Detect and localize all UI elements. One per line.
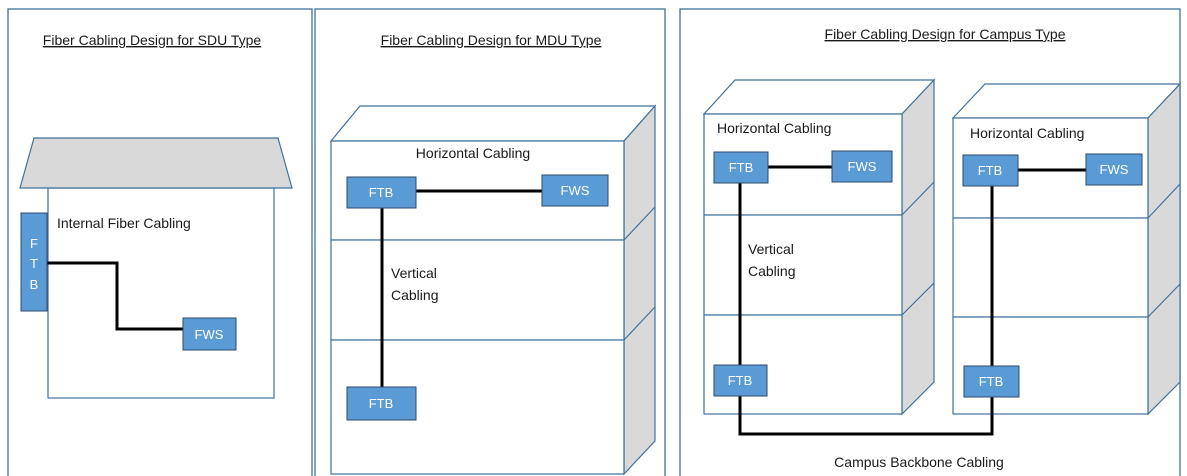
campus-left-ftb-top-rect xyxy=(713,151,769,184)
campus-vertical-label-2: Cabling xyxy=(748,263,795,279)
mdu-top-face xyxy=(329,105,657,142)
sdu-title: Fiber Cabling Design for SDU Type xyxy=(43,32,262,48)
campus-right-fws-rect xyxy=(1085,153,1143,186)
campus-left-side-line-1 xyxy=(901,181,935,216)
campus-backbone-cable xyxy=(738,183,994,436)
mdu-panel-frame xyxy=(314,8,666,476)
campus-title: Fiber Cabling Design for Campus Type xyxy=(825,26,1066,42)
mdu-ftb-top-rect xyxy=(346,176,417,209)
house-roof xyxy=(19,137,293,189)
campus-backbone-label: Campus Backbone Cabling xyxy=(834,454,1004,470)
campus-right-ftb-top-rect xyxy=(962,154,1019,187)
campus-right-side-face xyxy=(1147,82,1181,416)
campus-vertical-label-1: Vertical xyxy=(748,241,794,257)
sdu-house xyxy=(19,137,293,399)
sdu-fws-label: FWS xyxy=(195,327,224,342)
campus-left-ftb-top: FTB xyxy=(713,151,769,184)
campus-right-ftb-bottom: FTB xyxy=(963,365,1020,398)
mdu-floor-2 xyxy=(330,239,625,341)
mdu-fws-rect xyxy=(541,174,609,207)
sdu-ftb-rect xyxy=(20,212,48,312)
mdu-vertical-label-2: Cabling xyxy=(391,287,438,303)
campus-right-side-line-1 xyxy=(1147,183,1181,219)
mdu-horizontal-cabling-label: Horizontal Cabling xyxy=(416,145,530,161)
campus-right-ftb-bottom-rect xyxy=(963,365,1020,398)
campus-right-fws: FWS xyxy=(1085,153,1143,186)
campus-left-fws-rect xyxy=(831,150,893,183)
campus-left-floor-2 xyxy=(703,214,903,316)
mdu-side-face xyxy=(623,104,656,476)
mdu-ftb-top: FTB xyxy=(346,176,417,209)
sdu-ftb-box: F T B xyxy=(20,212,48,312)
internal-fiber-cabling-label: Internal Fiber Cabling xyxy=(57,215,191,231)
mdu-side-floor-line-1 xyxy=(623,206,656,241)
campus-right-ftb-bottom-label: FTB xyxy=(979,374,1004,389)
campus-left-fws-label: FWS xyxy=(848,159,877,174)
campus-left-ftb-bottom-label: FTB xyxy=(728,373,753,388)
mdu-ftb-bottom: FTB xyxy=(346,386,417,421)
campus-left-fws: FWS xyxy=(831,150,893,183)
campus-right-floor-2 xyxy=(952,217,1149,318)
mdu-side-floor-line-2 xyxy=(623,306,656,341)
campus-left-ftb-bottom-rect xyxy=(713,364,768,397)
mdu-fws: FWS xyxy=(541,174,609,207)
campus-left-ftb-top-label: FTB xyxy=(729,160,754,175)
campus-left-top-face xyxy=(702,79,936,115)
sdu-fws-rect xyxy=(182,317,237,351)
sdu-panel-frame xyxy=(7,8,313,476)
campus-right-building xyxy=(951,82,1182,416)
house-body xyxy=(47,187,275,399)
campus-left-side-line-2 xyxy=(901,282,935,316)
campus-right-ftb-top: FTB xyxy=(962,154,1019,187)
mdu-ftb-top-label: FTB xyxy=(369,185,394,200)
mdu-vertical-label-1: Vertical xyxy=(391,265,437,281)
sdu-ftb-letter-t: T xyxy=(30,256,38,271)
campus-right-ftb-top-label: FTB xyxy=(978,163,1003,178)
campus-left-horizontal-label: Horizontal Cabling xyxy=(717,120,831,136)
campus-left-side-face xyxy=(901,78,935,416)
campus-right-fws-label: FWS xyxy=(1100,162,1129,177)
sdu-ftb-letter-f: F xyxy=(30,236,38,251)
mdu-title: Fiber Cabling Design for MDU Type xyxy=(381,32,602,48)
sdu-fws-box: FWS xyxy=(182,317,237,351)
sdu-cable xyxy=(47,261,185,331)
campus-right-horizontal-label: Horizontal Cabling xyxy=(970,125,1084,141)
mdu-fws-label: FWS xyxy=(561,183,590,198)
campus-right-top-face xyxy=(951,83,1182,119)
mdu-ftb-bottom-label: FTB xyxy=(369,396,394,411)
mdu-ftb-bottom-rect xyxy=(346,386,417,421)
sdu-ftb-letter-b: B xyxy=(30,277,39,292)
campus-right-side-line-2 xyxy=(1147,283,1181,318)
campus-left-ftb-bottom: FTB xyxy=(713,364,768,397)
